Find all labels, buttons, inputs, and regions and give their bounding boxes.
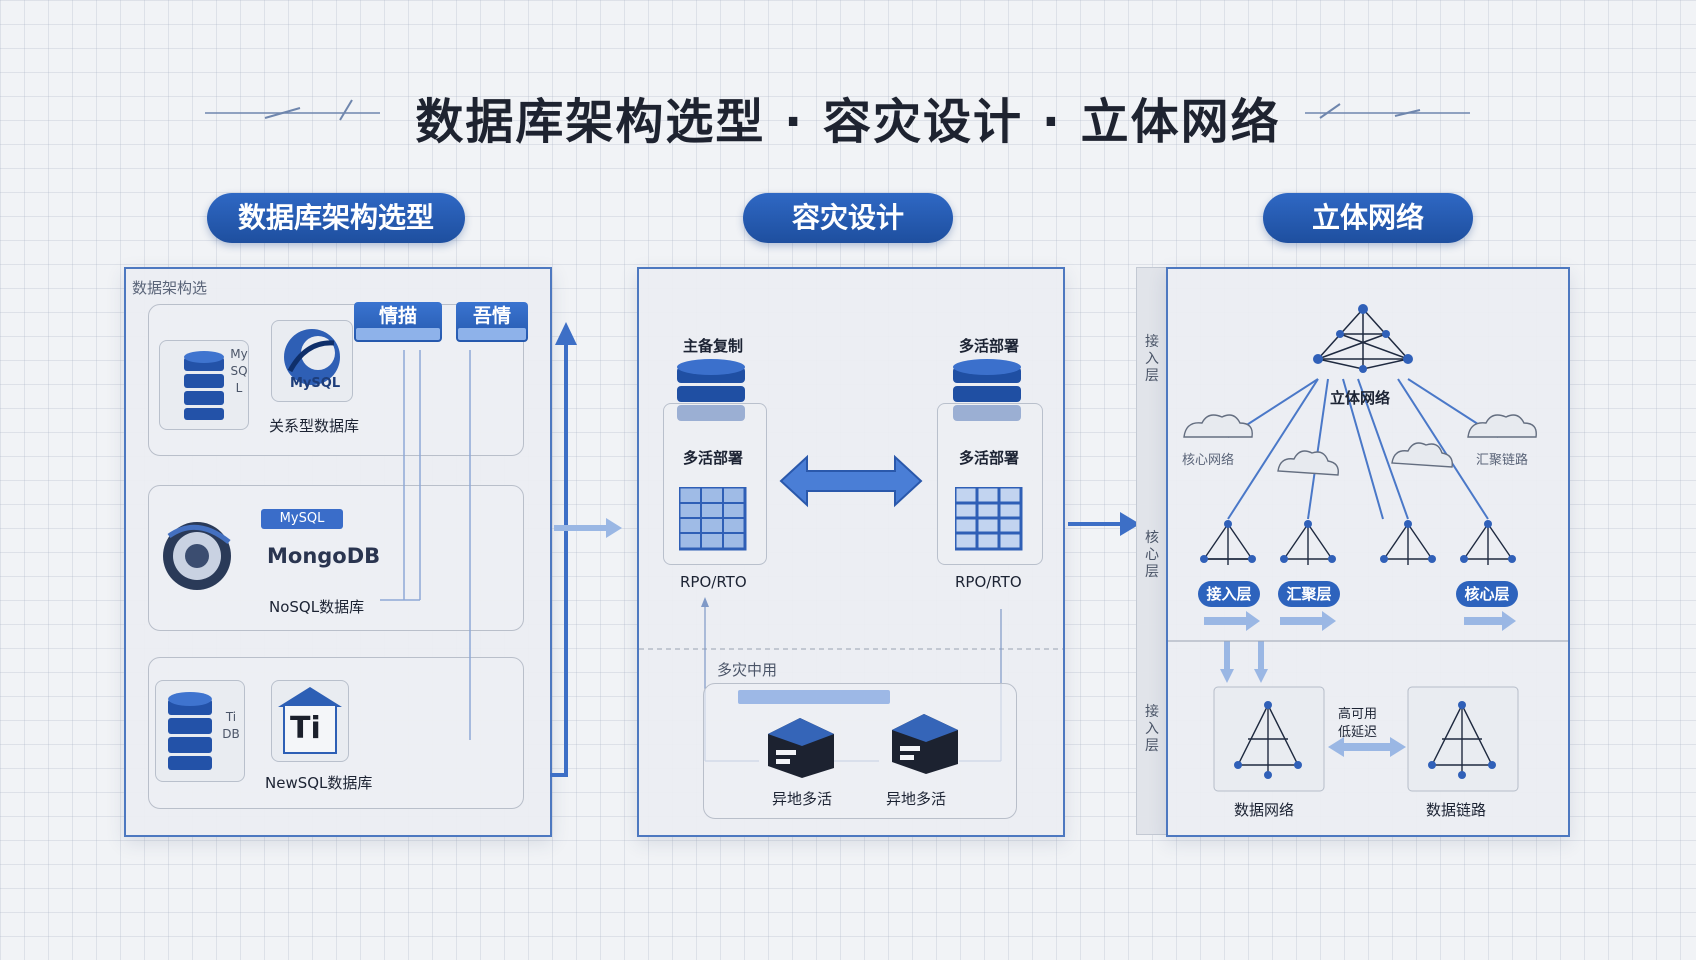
dr-panel: 主备复制 多活部署 RPO/RTO 多活部署 多活部署 RPO/RTO [637, 267, 1065, 837]
cloud-icons [1183, 414, 1537, 476]
tidb-logo-tile: Ti [271, 680, 349, 762]
dr-lower-box: 异地多活 异地多活 [703, 683, 1017, 819]
db-tag-1-label: 情描 [378, 305, 417, 327]
page-title: 数据库架构选型 · 容灾设计 · 立体网络 [415, 94, 1281, 150]
mysql-logo-text: MySQL [290, 376, 341, 391]
net-side-label-1: 接入层 [1145, 334, 1159, 384]
db-tag-1[interactable]: 情描 [354, 302, 442, 342]
mongodb-name: MongoDB [267, 544, 381, 568]
mid-node-icons [1202, 522, 1514, 565]
net-side-label-3: 接入层 [1145, 704, 1159, 754]
nosql-badge: MySQL [261, 509, 343, 529]
db-item-newsql: TiDB Ti NewSQL数据库 [148, 657, 524, 809]
nosql-logo-icon [163, 522, 231, 590]
dr-lower-bar [738, 690, 890, 704]
link-3 [1307, 378, 1329, 520]
db-item-relational: MySQL MySQL 关系型数据库 [148, 304, 524, 456]
tidb-stack-tile: TiDB [155, 680, 245, 782]
network-diagram [1168, 304, 1568, 792]
net-center-label: 立体网络 [1330, 389, 1391, 407]
link-5 [1397, 378, 1489, 520]
dr-left-mid: 多活部署 [683, 449, 744, 467]
layer-core[interactable]: 核心层 [1456, 581, 1518, 607]
net-panel: 立体网络 核心网络 汇聚链路 接入层 汇聚层 核心层 高可用 低延迟 数据网络 … [1166, 267, 1570, 837]
net-cloud-label-2: 汇聚链路 [1476, 453, 1529, 468]
net-link-label-2: 低延迟 [1338, 725, 1378, 740]
dr-site-2: 异地多活 [886, 790, 947, 808]
net-cloud-label-1: 核心网络 [1182, 453, 1235, 468]
dr-right-mid: 多活部署 [959, 449, 1020, 467]
tidb-logo-icon [278, 687, 342, 754]
tidb-side-text: TiDB [222, 710, 240, 741]
link-4 [1357, 378, 1409, 520]
db-side-text: MySQL [230, 347, 248, 395]
tidb-logo-text: Ti [290, 711, 321, 746]
net-bottom-label-2: 数据链路 [1426, 801, 1487, 819]
net-link-label-1: 高可用 [1338, 707, 1378, 722]
db-tag-2[interactable]: 吾情 [456, 302, 528, 342]
db-item-nosql: MySQL MongoDB NoSQL数据库 [148, 485, 524, 631]
relational-caption: 关系型数据库 [269, 417, 360, 435]
database-icon [184, 351, 224, 420]
section-pill-net: 立体网络 [1263, 193, 1473, 243]
dr-right-top: 多活部署 [959, 337, 1020, 355]
nosql-caption: NoSQL数据库 [269, 598, 365, 616]
db-stack-tile: MySQL [159, 340, 249, 430]
layer-aggregation[interactable]: 汇聚层 [1278, 581, 1340, 607]
dr-right-table-icon [955, 487, 1023, 551]
net-bottom-label-1: 数据网络 [1234, 801, 1295, 819]
link-2 [1227, 378, 1319, 520]
dr-left-top: 主备复制 [683, 337, 744, 355]
newsql-caption: NewSQL数据库 [265, 774, 373, 792]
dr-right-bottom: RPO/RTO [955, 573, 1022, 591]
db-panel: 数据架构选 MySQL MySQL 关系型数据库 情描 吾情 [124, 267, 552, 837]
link-7 [1342, 378, 1384, 520]
section-pill-dr: 容灾设计 [743, 193, 953, 243]
db-corner-note: 数据架构选 [132, 279, 208, 297]
dr-left-table-icon [679, 487, 747, 551]
dr-site-1: 异地多活 [772, 790, 833, 808]
server-icon-1 [768, 718, 834, 778]
server-icon-2 [892, 714, 958, 774]
section-pill-db: 数据库架构选型 [207, 193, 465, 243]
net-side-label-2: 核心层 [1145, 530, 1159, 580]
mysql-logo-tile: MySQL [271, 320, 353, 402]
db-tag-2-label: 吾情 [472, 305, 511, 327]
layer-access[interactable]: 接入层 [1198, 581, 1260, 607]
top-hub-icon [1316, 307, 1410, 370]
mysql-logo-icon [284, 329, 340, 385]
nosql-badge-text: MySQL [279, 511, 325, 526]
dr-left-bottom: RPO/RTO [680, 573, 747, 591]
dr-lower-title: 多灾中用 [717, 661, 778, 679]
database-icon-2 [168, 692, 212, 770]
net-side-strip: 接入层 核心层 接入层 [1136, 267, 1168, 835]
